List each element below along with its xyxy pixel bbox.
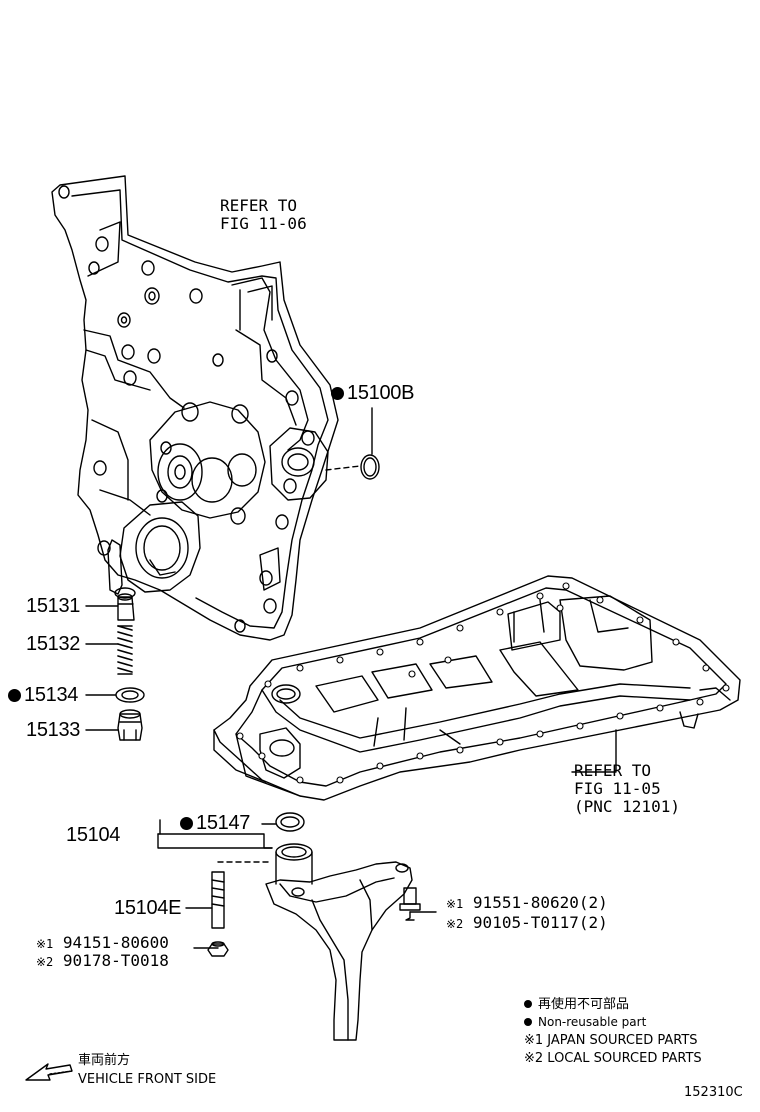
part-15131: 15131: [26, 595, 81, 617]
part-number: 15100B: [347, 382, 415, 404]
oil-strainer-drawing: [207, 812, 421, 1041]
reference-top: REFER TO FIG 11-06: [220, 197, 307, 233]
oil-pan-drawing: [213, 575, 741, 801]
reference-right-line2: FIG 11-05: [574, 779, 661, 798]
part-number: 15134: [24, 684, 79, 706]
bolt-local-number: 90105-T0117(2): [472, 913, 608, 932]
part-15104: 15104: [66, 824, 121, 846]
japan-mark: ※1: [36, 937, 54, 951]
bolt-japan-number: 91551-80620(2): [472, 893, 608, 912]
reference-right: REFER TO FIG 11-05 (PNC 12101): [574, 762, 680, 816]
part-15104e: 15104E: [114, 897, 182, 919]
nut-local-number: 90178-T0018: [62, 951, 169, 970]
legend-dot-icon: [524, 1000, 532, 1008]
front-label-en: VEHICLE FRONT SIDE: [78, 1072, 217, 1087]
nut-japan-number: 94151-80600: [62, 933, 169, 952]
leader-lines: [85, 605, 617, 949]
non-reusable-dot-icon: [180, 817, 193, 830]
nut-japan-part: ※1 94151-80600: [36, 935, 169, 951]
legend-dot-icon: [524, 1018, 532, 1026]
legend-non-reusable: Non-reusable part: [524, 1016, 646, 1028]
front-arrow-icon: [25, 1063, 73, 1081]
timing-cover-drawing: [51, 175, 339, 641]
figure-code: 152310C: [684, 1085, 743, 1100]
bolt-japan-part: ※1 91551-80620(2): [446, 895, 608, 911]
local-mark: ※2: [36, 955, 54, 969]
non-reusable-dot-icon: [8, 689, 21, 702]
reference-right-line3: (PNC 12101): [574, 797, 680, 816]
reference-top-line2: FIG 11-06: [220, 214, 307, 233]
bolt-local-part: ※2 90105-T0117(2): [446, 915, 608, 931]
part-15132: 15132: [26, 633, 81, 655]
nut-local-part: ※2 90178-T0018: [36, 953, 169, 969]
front-label-jp: 車両前方: [78, 1053, 131, 1068]
legend-text: 再使用不可部品: [538, 997, 630, 1012]
o-ring-15100b: [325, 407, 380, 480]
part-15147: 15147: [180, 813, 250, 833]
reference-right-line1: REFER TO: [574, 761, 652, 780]
legend-japan-sourced: ※1 JAPAN SOURCED PARTS: [524, 1033, 698, 1048]
non-reusable-dot-icon: [331, 387, 344, 400]
japan-mark: ※1: [446, 897, 464, 911]
part-15134: 15134: [8, 685, 78, 705]
legend-text: Non-reusable part: [538, 1015, 647, 1029]
part-15133: 15133: [26, 719, 81, 741]
legend-jp-nonreusable: 再使用不可部品: [524, 998, 629, 1011]
local-mark: ※2: [446, 917, 464, 931]
part-number: 15147: [196, 812, 251, 834]
relief-valve-parts: [115, 593, 145, 741]
legend-local-sourced: ※2 LOCAL SOURCED PARTS: [524, 1051, 702, 1066]
part-15100b: 15100B: [331, 383, 414, 403]
reference-top-line1: REFER TO: [220, 196, 298, 215]
